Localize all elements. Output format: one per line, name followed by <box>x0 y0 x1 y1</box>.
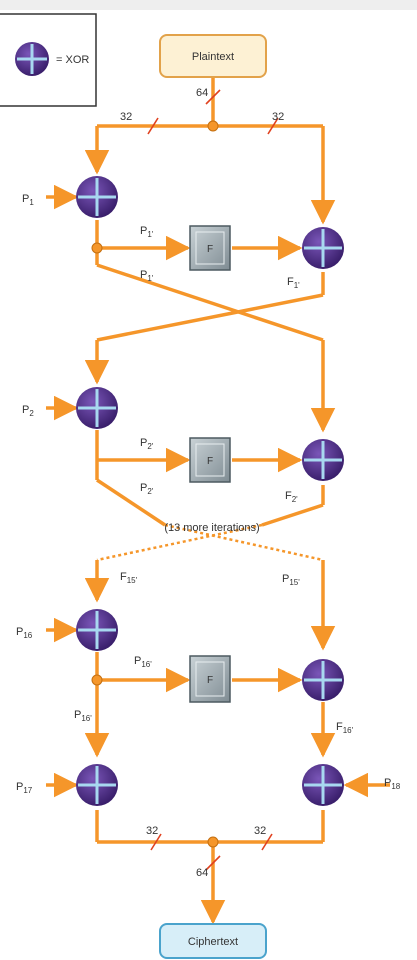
label-p2: P2 <box>22 404 34 418</box>
iteration-dashes <box>96 523 324 562</box>
plaintext-box: Plaintext <box>159 34 267 78</box>
wires <box>46 78 390 925</box>
label-f16: F16' <box>336 721 354 735</box>
label-p1-prime-top: P1' <box>140 225 154 239</box>
xor-1-left <box>76 176 118 218</box>
junction-dots <box>91 120 219 848</box>
xor-1-right <box>302 227 344 269</box>
label-p17: P17 <box>16 781 33 795</box>
label-p16-prime-left: P16' <box>74 709 92 723</box>
legend-label: = XOR <box>56 54 89 66</box>
f-box-1-label: F <box>207 244 213 255</box>
f-box-2-label: F <box>207 456 213 467</box>
f-box-16-label: F <box>207 675 213 686</box>
bits-bot-left: 32 <box>146 825 158 837</box>
bits-top-mid: 64 <box>196 87 208 99</box>
xor-17-left <box>76 764 118 806</box>
xor-16-left <box>76 609 118 651</box>
iterations-note: (13 more iterations) <box>164 522 259 534</box>
plaintext-label: Plaintext <box>192 51 234 63</box>
f-box-2: F <box>189 437 231 483</box>
label-p2-prime-top: P2' <box>140 437 154 451</box>
xor-16-right <box>302 659 344 701</box>
label-p1: P1 <box>22 193 34 207</box>
top-strip <box>0 0 417 10</box>
ciphertext-box: Ciphertext <box>159 923 267 959</box>
label-p15: P15' <box>282 573 300 587</box>
ciphertext-label: Ciphertext <box>188 936 238 948</box>
label-p1-prime-bot: P1' <box>140 269 154 283</box>
label-f1: F1' <box>287 276 300 290</box>
bits-bot-mid: 64 <box>196 867 208 879</box>
xor-2-right <box>302 439 344 481</box>
legend: = XOR <box>0 13 97 107</box>
label-p16: P16 <box>16 626 33 640</box>
bits-top-left: 32 <box>120 111 132 123</box>
label-f15: F15' <box>120 571 138 585</box>
f-box-1: F <box>189 225 231 271</box>
f-box-16: F <box>189 655 231 703</box>
label-p18: P18 <box>384 777 401 791</box>
label-p2-prime-bot: P2' <box>140 482 154 496</box>
bits-top-right: 32 <box>272 111 284 123</box>
legend-xor-icon <box>15 42 49 76</box>
label-f2: F2' <box>285 490 298 504</box>
xor-18-right <box>302 764 344 806</box>
xor-2-left <box>76 387 118 429</box>
bit-slashes <box>147 89 279 871</box>
label-p16-prime-mid: P16' <box>134 655 152 669</box>
bits-bot-right: 32 <box>254 825 266 837</box>
